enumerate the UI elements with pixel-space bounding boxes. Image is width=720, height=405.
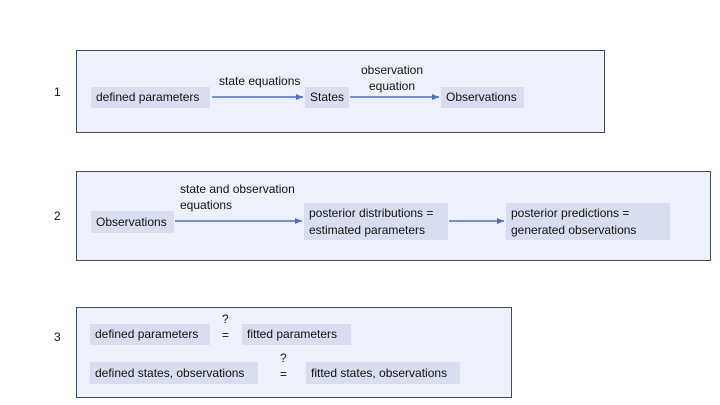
node-observations-input: Observations bbox=[91, 211, 174, 233]
equals-sign-2: = bbox=[280, 367, 288, 381]
label-state-equations: state equations bbox=[219, 74, 301, 88]
node-observations: Observations bbox=[441, 87, 524, 108]
node-fitted-states-observations: fitted states, observations bbox=[306, 362, 460, 384]
row-3-number: 3 bbox=[54, 330, 61, 344]
node-posterior-distributions: posterior distributions = estimated para… bbox=[304, 203, 448, 240]
node-defined-parameters: defined parameters bbox=[91, 87, 210, 108]
node-defined-states-observations: defined states, observations bbox=[90, 362, 258, 384]
question-mark-2: ? bbox=[280, 351, 287, 365]
node-defined-parameters-compare: defined parameters bbox=[90, 324, 210, 345]
label-observation-equation: observation equation bbox=[360, 63, 424, 93]
label-state-and-observation-equations: state and observation equations bbox=[180, 182, 295, 212]
equals-sign-1: = bbox=[222, 328, 230, 342]
node-posterior-predictions: posterior predictions = generated observ… bbox=[506, 203, 670, 240]
question-mark-1: ? bbox=[222, 312, 229, 326]
node-fitted-parameters: fitted parameters bbox=[242, 324, 351, 345]
row-1-number: 1 bbox=[54, 85, 61, 99]
node-states: States bbox=[305, 87, 349, 108]
row-2-number: 2 bbox=[54, 209, 61, 223]
